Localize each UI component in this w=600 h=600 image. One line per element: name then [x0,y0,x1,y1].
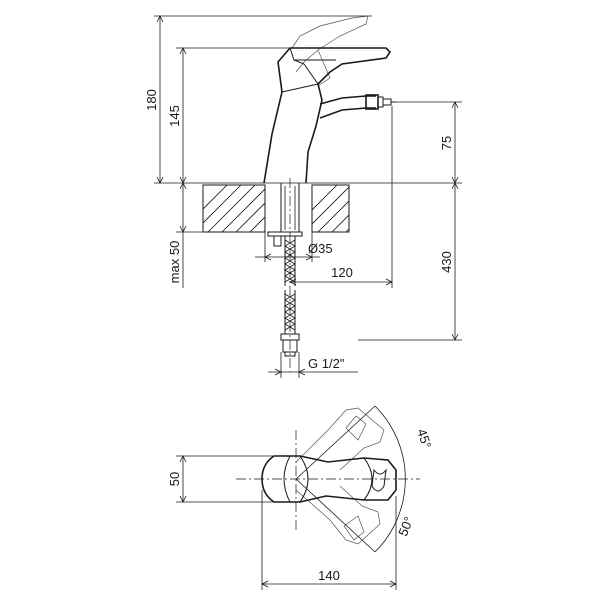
dim-total-height: 180 [144,89,159,111]
dim-spout-height: 145 [167,105,182,127]
dim-top-length: 140 [318,568,340,583]
dim-hole-diameter: Ø35 [308,241,333,256]
dim-top-depth: 50 [167,472,182,486]
dim-max-thickness: max 50 [167,241,182,284]
dim-reach-mount: 120 [331,265,353,280]
dim-outlet-height: 75 [439,136,454,150]
side-extension-lines [154,15,462,378]
dim-rotation-down: 50° [395,514,416,538]
lever-rotation-ghosts [295,407,385,545]
top-dimension-lines [176,455,397,590]
faucet-body [263,47,396,184]
rotation-arc [374,405,406,553]
lever-raised-ghost [291,15,369,73]
side-view: 180 145 max 50 75 430 Ø35 120 G 1/2" [144,15,462,378]
side-dimension-lines [156,15,459,376]
shank-and-hose [267,178,303,372]
counter-block [202,184,350,233]
dim-hose-length: 430 [439,251,454,273]
top-view: 50 140 45° 50° [167,405,434,590]
dim-connection: G 1/2" [308,356,345,371]
dim-rotation-up: 45° [414,427,434,450]
